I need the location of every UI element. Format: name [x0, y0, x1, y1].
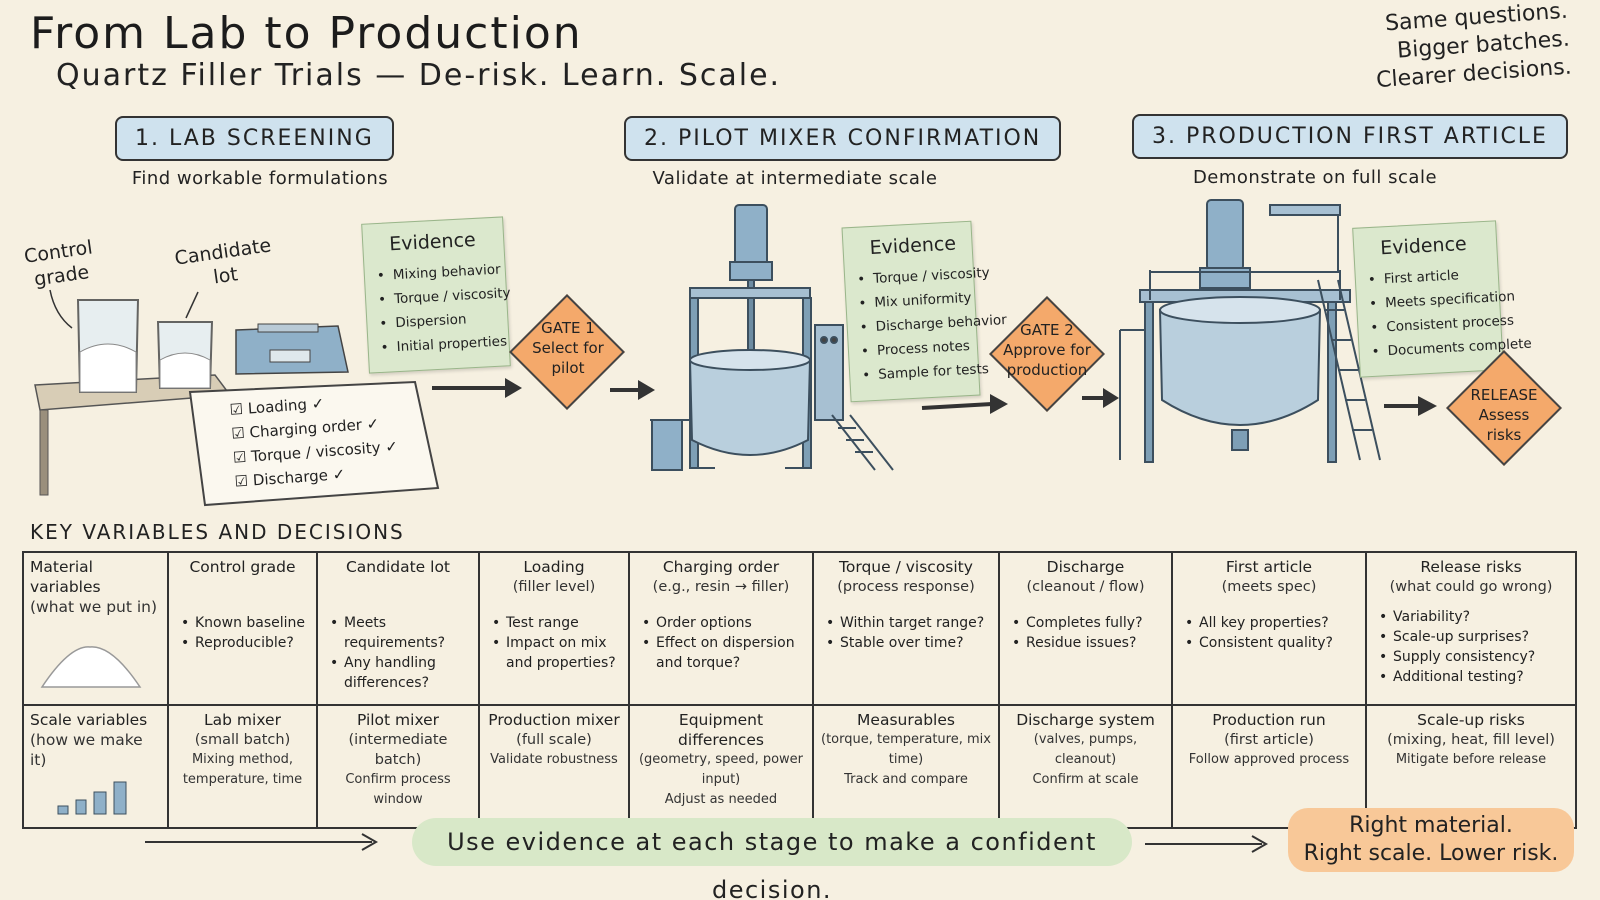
evidence-banner: Use evidence at each stage to make a con…: [412, 818, 1132, 900]
flow-arrows: [432, 378, 1437, 416]
table-cell: Pilot mixer (intermediate batch) Confirm…: [316, 704, 480, 829]
evidence-item: Initial properties: [380, 330, 507, 360]
table-cell: Candidate lot Meets requirements?Any han…: [316, 551, 480, 706]
page-subtitle: Quartz Filler Trials — De-risk. Learn. S…: [56, 58, 782, 93]
process-illustration: [34, 199, 1437, 507]
table-cell: Loading (filler level) Test rangeImpact …: [478, 551, 630, 706]
table-cell: Measurables (torque, temperature, mix ti…: [812, 704, 1000, 829]
evidence-item: Sample for tests: [862, 358, 989, 387]
pilot-mixer-illustration: [650, 204, 894, 471]
stage-1-title: 1. LAB SCREENING: [115, 116, 394, 161]
gate-2-label: GATE 2 Approve for production: [1003, 321, 1091, 379]
scale-variables-cell: Scale variables (how we make it): [22, 704, 169, 829]
powder-pile-icon: [40, 646, 142, 688]
key-variables-table: Material variables (what we put in) Cont…: [22, 551, 1577, 829]
lab-checklist: ☑ Loading ✓ ☑ Charging order ✓ ☑ Torque …: [229, 386, 400, 493]
table-cell: Production mixer (full scale) Validate r…: [478, 704, 630, 829]
evidence-title: Evidence: [388, 228, 477, 256]
footer-arrows: [145, 833, 1269, 853]
bar-scale-icon: [57, 781, 127, 815]
production-mixer-illustration: [1119, 199, 1381, 463]
evidence-card-lab: Evidence Mixing behavior Torque / viscos…: [361, 216, 511, 374]
stage-3-title: 3. PRODUCTION FIRST ARTICLE: [1132, 114, 1568, 159]
material-variables-cell: Material variables (what we put in): [22, 551, 169, 706]
evidence-title: Evidence: [1379, 232, 1468, 260]
stage-3-subtitle: Demonstrate on full scale: [1192, 167, 1438, 188]
evidence-item: Documents complete: [1371, 334, 1532, 364]
evidence-card-production: Evidence First article Meets specificati…: [1352, 220, 1532, 378]
final-message: Right material. Right scale. Lower risk.: [1288, 808, 1574, 872]
table-cell: Charging order (e.g., resin → filler) Or…: [628, 551, 814, 706]
table-cell: Release risks (what could go wrong) Vari…: [1365, 551, 1577, 706]
table-row: Material variables (what we put in) Cont…: [22, 551, 1577, 706]
page-title: From Lab to Production: [30, 8, 583, 59]
stage-1-subtitle: Find workable formulations: [131, 168, 389, 189]
table-cell: Lab mixer (small batch) Mixing method, t…: [167, 704, 318, 829]
table-cell: Discharge system (valves, pumps, cleanou…: [998, 704, 1173, 829]
table-cell: Control grade Known baselineReproducible…: [167, 551, 318, 706]
evidence-title: Evidence: [869, 232, 957, 260]
table-section-title: KEY VARIABLES AND DECISIONS: [30, 520, 405, 544]
lab-bench-illustration: [34, 289, 440, 507]
release-label: RELEASE Assess risks: [1470, 386, 1538, 444]
evidence-card-pilot: Evidence Torque / viscosity Mix uniformi…: [841, 220, 1007, 403]
table-cell: Discharge (cleanout / flow) Completes fu…: [998, 551, 1173, 706]
table-cell: Equipment differences (geometry, speed, …: [628, 704, 814, 829]
stage-2-subtitle: Validate at intermediate scale: [652, 168, 938, 189]
gate-1-label: GATE 1 Select for pilot: [532, 319, 604, 377]
table-cell: First article (meets spec) All key prope…: [1171, 551, 1367, 706]
stage-2-title: 2. PILOT MIXER CONFIRMATION: [624, 116, 1062, 161]
table-cell: Torque / viscosity (process response) Wi…: [812, 551, 1000, 706]
